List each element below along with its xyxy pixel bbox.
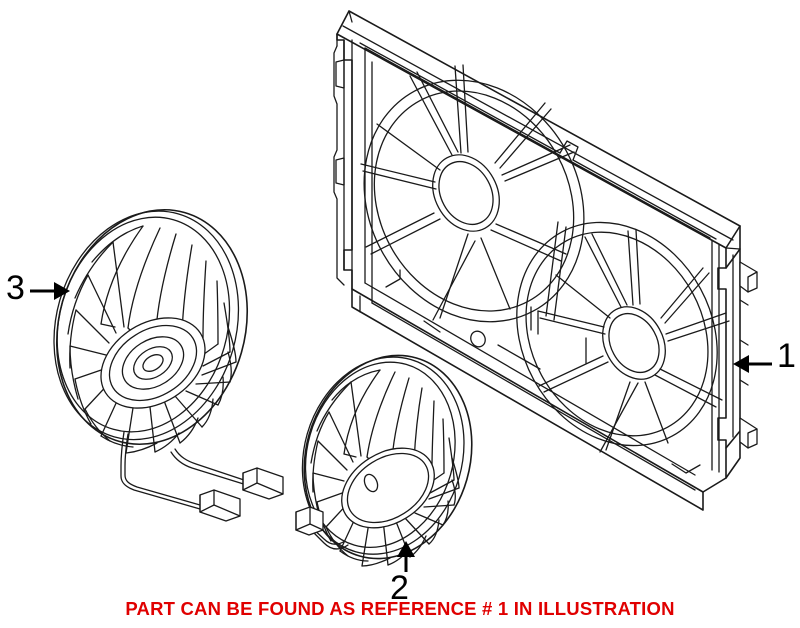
callout-number-3: 3 (6, 269, 25, 307)
reference-caption: PART CAN BE FOUND AS REFERENCE # 1 IN IL… (125, 598, 675, 619)
callout-leader-3 (30, 282, 70, 300)
callout-leader-1 (733, 355, 772, 373)
fan-shroud-part (333, 10, 758, 511)
callout-leader-2 (397, 541, 415, 572)
callout-number-2: 2 (390, 569, 409, 607)
auxiliary-cooling-fan-part (295, 354, 473, 567)
main-cooling-fan-part (53, 208, 284, 522)
callout-number-1: 1 (777, 337, 796, 375)
